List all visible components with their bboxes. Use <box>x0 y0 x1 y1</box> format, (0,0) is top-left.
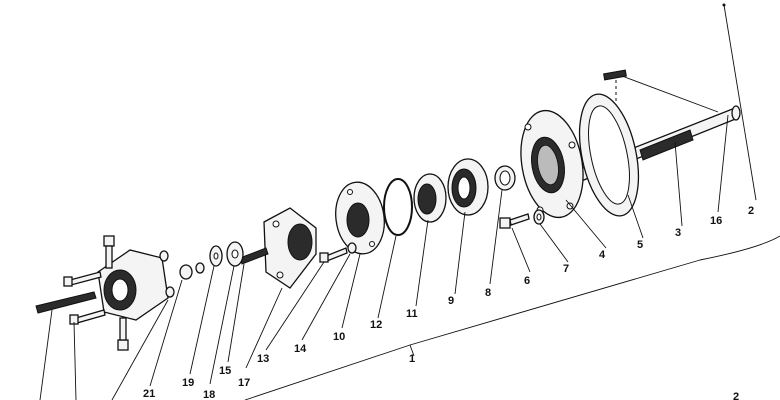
callout-12: 12 <box>370 319 382 331</box>
part-spring-washer <box>226 241 244 267</box>
assembly-bracket-tick <box>409 344 415 357</box>
callout-16: 16 <box>710 215 722 227</box>
callout-3: 3 <box>675 227 681 239</box>
callout-10: 10 <box>333 331 345 343</box>
callout-21: 21 <box>143 388 155 400</box>
part-threaded-stud <box>239 247 269 265</box>
callout-4: 4 <box>599 249 606 261</box>
part-bearing-cover <box>335 181 385 255</box>
part-cover-screw <box>319 242 357 263</box>
callout-7: 7 <box>563 263 569 275</box>
callout-2: 2 <box>748 205 754 217</box>
callout-15: 15 <box>219 365 231 377</box>
callout-19: 19 <box>182 377 194 389</box>
callout-9: 9 <box>448 295 454 307</box>
part-long-pin <box>35 291 97 314</box>
callouts: 2 16 3 5 4 7 6 8 9 11 12 10 14 13 15 17 … <box>143 205 754 400</box>
callout-13: 13 <box>257 353 269 365</box>
parts <box>35 69 741 351</box>
part-coupling-hub <box>63 235 175 351</box>
callout-14: 14 <box>294 343 307 355</box>
part-mounting-bracket <box>263 207 317 289</box>
callout-17: 17 <box>238 377 250 389</box>
callout-8: 8 <box>485 287 491 299</box>
part-small-ring <box>494 165 516 191</box>
callout-11: 11 <box>406 308 418 320</box>
assembly-bracket <box>244 235 780 400</box>
corner-mark: 2 <box>733 391 739 400</box>
callout-18: 18 <box>203 389 215 400</box>
part-gasket <box>578 93 640 217</box>
part-bearing-race <box>413 173 447 223</box>
callout-6: 6 <box>524 275 530 287</box>
part-ball-bearing <box>447 158 489 216</box>
part-flange-housing <box>520 109 584 219</box>
part-flat-washer <box>209 245 223 267</box>
part-lock-nut <box>179 262 205 280</box>
part-bolt <box>499 213 530 229</box>
leader-lines <box>39 3 757 400</box>
part-washer-nut <box>533 209 545 225</box>
part-o-ring <box>383 178 413 236</box>
part-key <box>603 69 627 81</box>
callout-1: 1 <box>409 353 415 365</box>
callout-5: 5 <box>637 239 643 251</box>
